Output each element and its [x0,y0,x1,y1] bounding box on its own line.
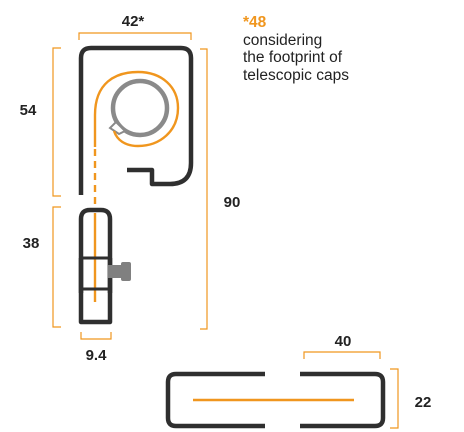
footnote-line-2: the footprint of [243,49,343,66]
upper-height-label: 54 [20,102,37,119]
bottom-width-label: 40 [335,333,352,350]
upper-height-bracket [52,47,61,197]
rail-upper-part [78,207,113,293]
upper-profile [78,45,194,195]
roller-tube [110,78,170,138]
bottom-profile-left [165,371,265,429]
total-height-label: 90 [224,194,241,211]
lower-height-bracket [52,206,61,328]
footnote-line-1: considering [243,31,323,49]
rail-width-bracket [80,332,112,340]
dimension-brackets [52,32,399,429]
bottom-height-label: 22 [415,394,432,411]
knob-head [121,262,131,281]
footnote-highlight: *48 [243,14,267,31]
top-width-bracket [78,32,192,40]
total-height-bracket [200,48,208,330]
footnote: *48 considering the footprint of telesco… [243,14,349,84]
knob-stem [108,265,122,278]
fabric-wrap [93,70,180,148]
rail-width-label: 9.4 [86,347,108,364]
bottom-height-bracket [390,368,399,429]
footnote-line-3: telescopic caps [243,66,349,84]
roller-clip [108,120,127,136]
lower-height-label: 38 [23,235,40,252]
top-width-label: 42* [122,13,145,30]
bottom-width-bracket [303,351,381,359]
bottom-profile-right [300,371,386,429]
